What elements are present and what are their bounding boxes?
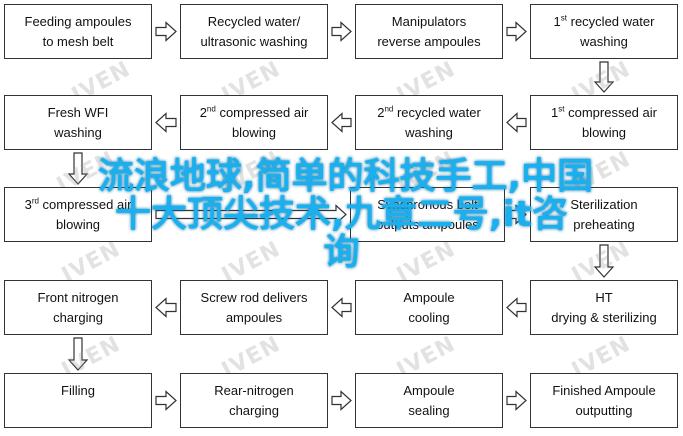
step-label-line [76, 401, 80, 421]
step-label-line: drying & sterilizing [551, 309, 657, 325]
step-n12: Front nitrogen charging [4, 280, 152, 335]
step-label-line: to mesh belt [42, 33, 114, 49]
step-label-line: Filling [61, 382, 95, 398]
step-n9: 3rd compressed air blowing [4, 187, 152, 242]
flow-arrow [506, 112, 527, 133]
step-n13: Screw rod delivers ampoules [180, 280, 328, 335]
step-label-line: preheating [573, 216, 635, 232]
step-label-line: Feeding ampoules [24, 13, 132, 29]
step-label-line: Screw rod delivers [200, 289, 308, 305]
flow-arrow [331, 390, 352, 411]
step-label-line: Finished Ampoule [552, 382, 656, 398]
step-label-line: charging [53, 309, 103, 325]
step-label-line: Ampoule [403, 289, 455, 305]
step-label-line: outputs ampoules [376, 216, 479, 232]
step-label-line: 2nd recycled water [377, 104, 481, 120]
step-n3: Manipulators reverse ampoules [355, 4, 503, 59]
step-label-line: Rear-nitrogen [214, 382, 294, 398]
step-label-line: reverse ampoules [377, 33, 481, 49]
step-label-line: washing [580, 33, 628, 49]
step-label-line: Front nitrogen [37, 289, 119, 305]
step-n16: Filling [4, 373, 152, 428]
step-label-line: ampoules [225, 309, 283, 325]
step-label-line: 2nd compressed air [199, 104, 309, 120]
step-label-line: Recycled water/ [207, 13, 301, 29]
step-n17: Rear-nitrogen charging [180, 373, 328, 428]
step-n14: Ampoule cooling [355, 280, 503, 335]
flow-arrow [67, 337, 89, 371]
step-label-line: blowing [55, 216, 101, 232]
step-label-line: 3rd compressed air [24, 196, 132, 212]
flow-arrow [331, 112, 352, 133]
step-n2: Recycled water/ultrasonic washing [180, 4, 328, 59]
step-label-line: blowing [581, 124, 627, 140]
step-n4: 1st recycled water washing [530, 4, 678, 59]
step-n15: HT drying & sterilizing [530, 280, 678, 335]
flow-arrow [506, 21, 527, 42]
flow-arrow [155, 21, 177, 42]
step-label-line: 1st recycled water [553, 13, 655, 29]
step-label-line: cooling [408, 309, 450, 325]
step-label-line: outputting [575, 402, 633, 418]
flow-arrow [155, 297, 177, 318]
step-label-line: sealing [408, 402, 450, 418]
flow-arrow [506, 297, 527, 318]
step-label-line: Synchronous belt [377, 196, 478, 212]
step-n18: Ampoule sealing [355, 373, 503, 428]
step-label-line: Sterilization [570, 196, 638, 212]
step-label-line: Ampoule [403, 382, 455, 398]
flow-arrow [331, 21, 352, 42]
step-label-line: charging [229, 402, 279, 418]
flow-arrow [155, 112, 177, 133]
step-label-line: HT [595, 289, 613, 305]
step-n6: 2nd compressed air blowing [180, 95, 328, 150]
step-label-line: Fresh WFI [47, 104, 109, 120]
step-n7: 2nd recycled water washing [355, 95, 503, 150]
step-label-line: ultrasonic washing [200, 33, 308, 49]
flow-arrow [593, 244, 615, 278]
flow-arrow [331, 297, 352, 318]
step-n10: Synchronous belt outputs ampoules [350, 187, 505, 242]
step-n5: Fresh WFI washing [4, 95, 152, 150]
flow-arrow [67, 152, 89, 185]
step-label-line: blowing [231, 124, 277, 140]
step-label-line: washing [405, 124, 453, 140]
flow-arrow [506, 390, 527, 411]
flow-arrow [155, 390, 177, 411]
step-label-line: washing [54, 124, 102, 140]
step-n19: Finished Ampoule outputting [530, 373, 678, 428]
flow-arrow [508, 204, 527, 225]
step-label-line: 1st compressed air [551, 104, 657, 120]
flow-arrow [155, 204, 347, 225]
flow-arrow [593, 61, 615, 93]
step-n11: Sterilization preheating [530, 187, 678, 242]
step-n1: Feeding ampoules to mesh belt [4, 4, 152, 59]
step-n8: 1st compressed air blowing [530, 95, 678, 150]
step-label-line: Manipulators [391, 13, 467, 29]
